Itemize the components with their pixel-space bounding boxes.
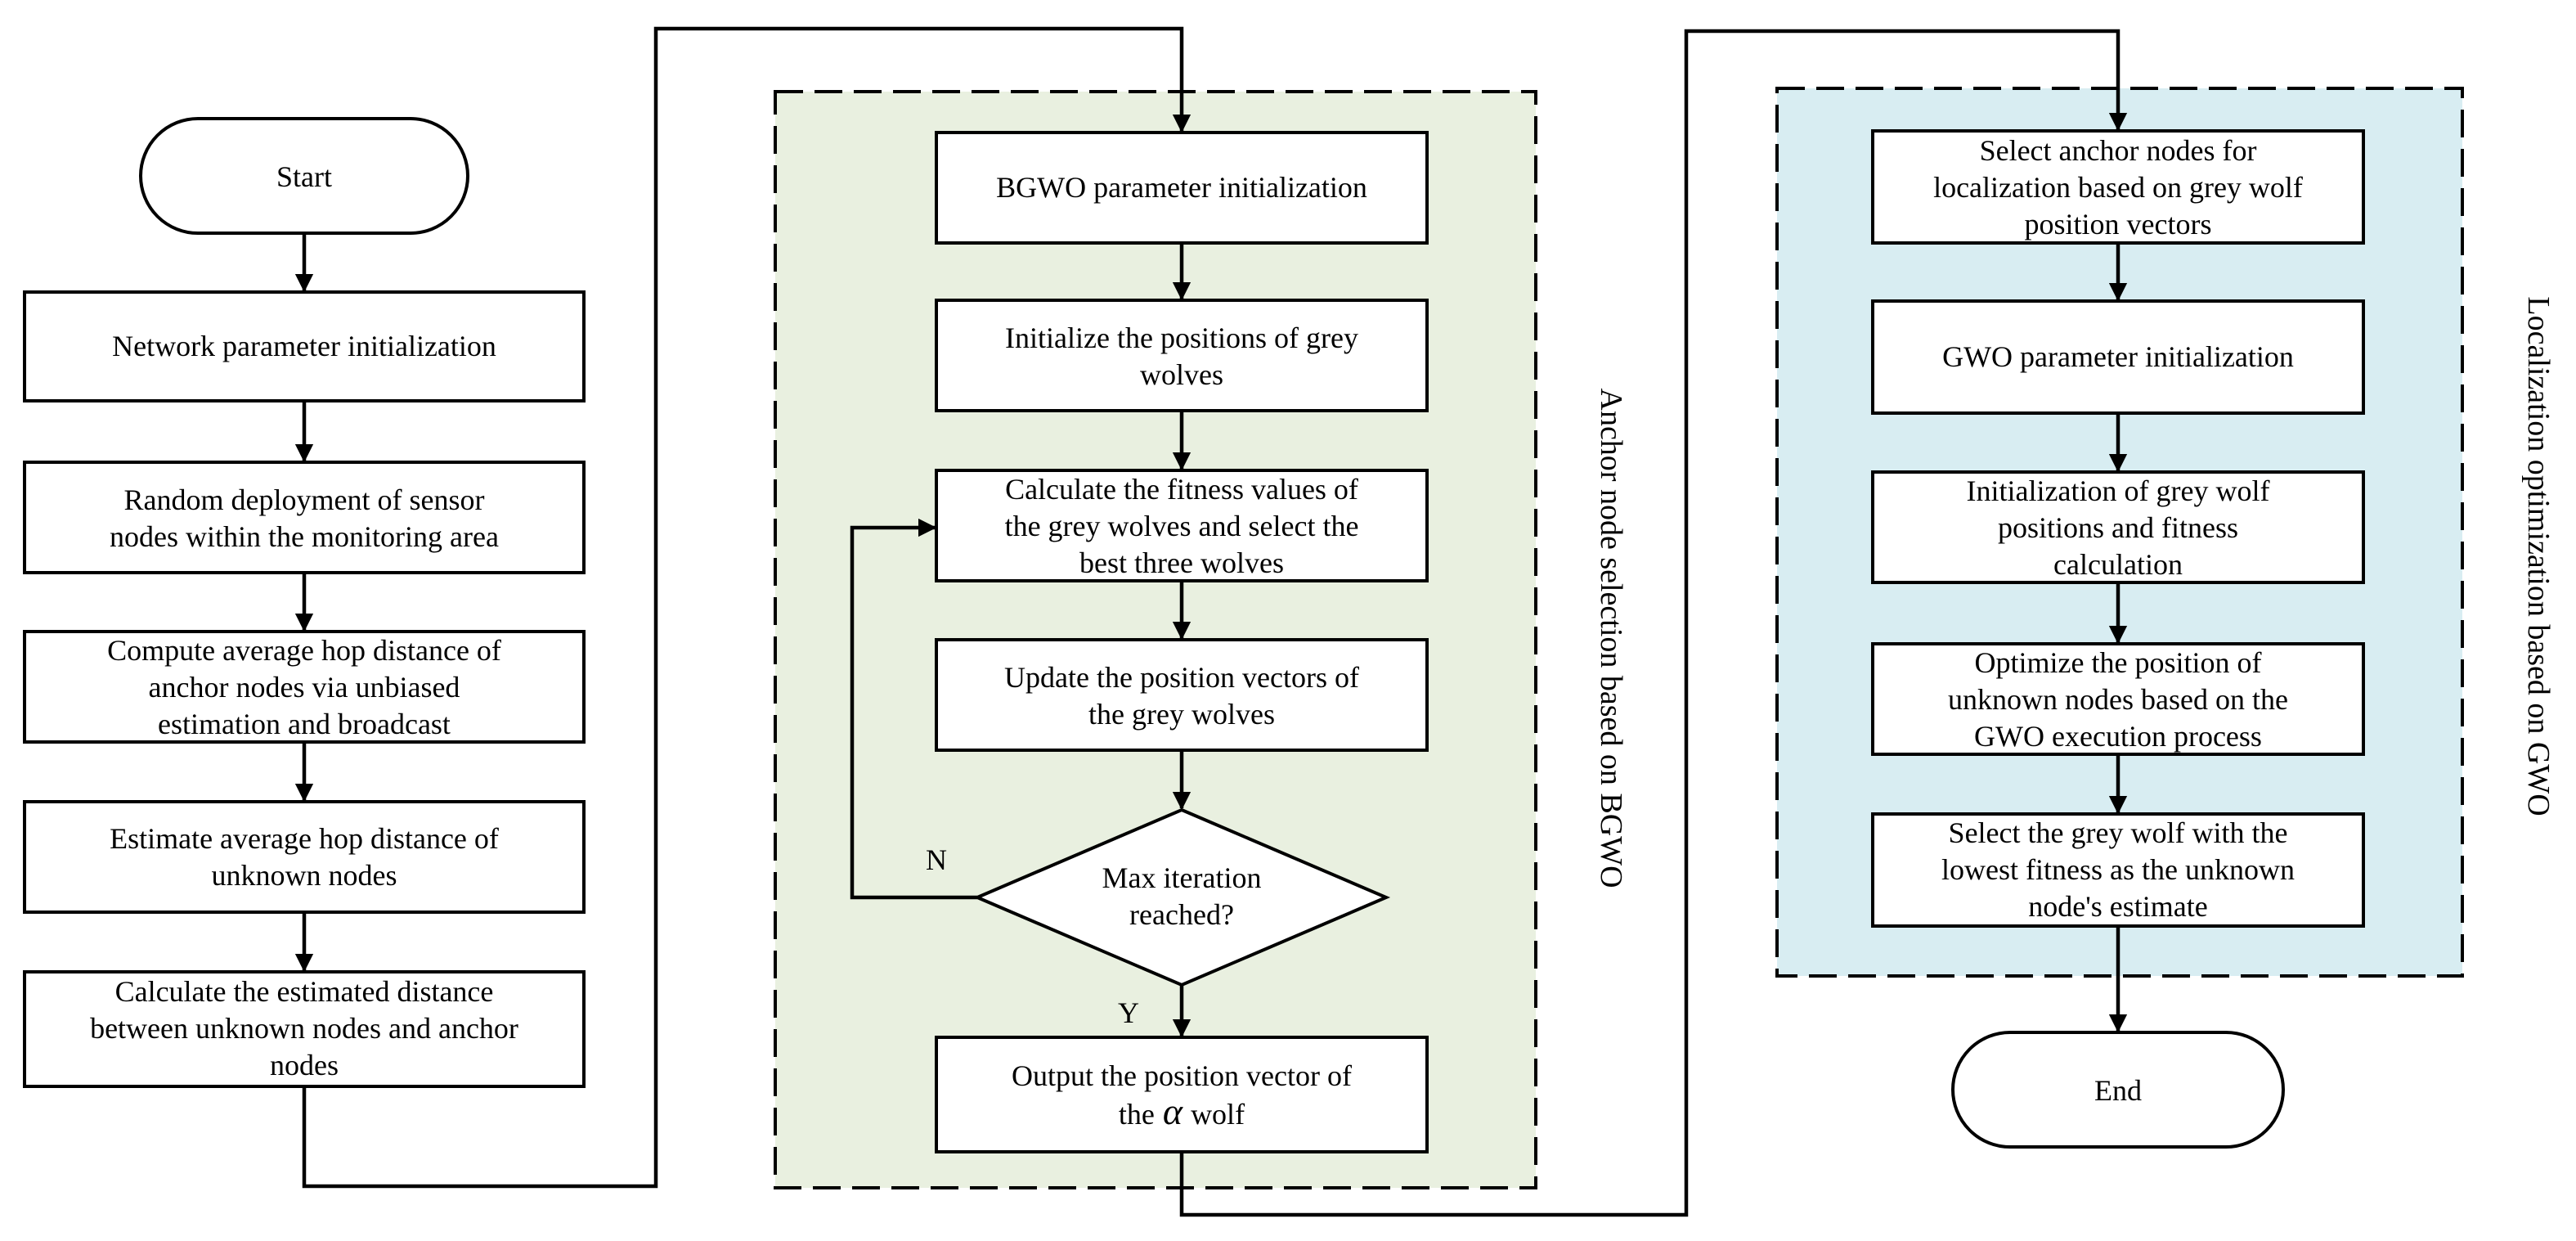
gwo-select-anchor-label-3: position vectors [2025,208,2212,241]
start-label: Start [276,160,332,193]
bgwo-init-positions-label-2: wolves [1140,358,1223,391]
estimate-hop-label-2: unknown nodes [212,859,397,892]
gwo-optimize-label-1: Optimize the position of [1975,646,2262,679]
gwo-init-positions-label-2: positions and fitness [1998,511,2238,544]
estimated-distance-label-3: nodes [270,1049,339,1081]
gwo-select-anchor-label-1: Select anchor nodes for [1980,134,2257,167]
output-the-word: the [1119,1098,1155,1131]
gwo-optimize-label-2: unknown nodes based on the [1948,683,2288,716]
bgwo-param-init-label: BGWO parameter initialization [996,171,1367,204]
estimated-distance-label-2: between unknown nodes and anchor [90,1012,518,1045]
gwo-select-lowest-label-3: node's estimate [2028,890,2207,923]
deploy-label-2: nodes within the monitoring area [110,520,499,553]
gwo-init-positions-box [1871,470,2365,584]
bgwo-output-box [935,1036,1429,1153]
gwo-select-lowest-label-2: lowest fitness as the unknown [1941,853,2295,886]
gwo-select-lowest-label-1: Select the grey wolf with the [1949,816,2288,849]
alpha-symbol: α [1163,1090,1183,1132]
gwo-panel-title: Localization optimization based on GWO [2521,296,2556,816]
bgwo-fitness-label-1: Calculate the fitness values of [1005,473,1358,506]
bgwo-update-box [935,638,1429,752]
bgwo-panel-title: Anchor node selection based on BGWO [1594,388,1628,888]
decision-label-2: reached? [1129,898,1234,931]
end-label: End [2094,1074,2142,1107]
gwo-optimize-box [1871,642,2365,756]
hop-distance-label-3: estimation and broadcast [158,708,451,740]
gwo-select-lowest-box [1871,812,2365,928]
decision-label-1: Max iteration [1102,861,1262,894]
yes-label: Y [1118,996,1139,1029]
bgwo-fitness-label-3: best three wolves [1079,546,1284,579]
gwo-param-init-label: GWO parameter initialization [1942,340,2294,373]
bgwo-param-init-box [935,131,1429,245]
estimated-distance-label-1: Calculate the estimated distance [115,975,494,1008]
gwo-init-positions-label-3: calculation [2053,548,2183,581]
estimate-hop-label-1: Estimate average hop distance of [110,822,499,855]
hop-distance-label-1: Compute average hop distance of [107,634,501,667]
bgwo-init-positions-box [935,299,1429,412]
hop-distance-box [23,630,586,744]
output-wolf-word: wolf [1191,1098,1245,1131]
gwo-select-anchor-label-2: localization based on grey wolf [1933,171,2303,204]
connector-left-to-bgwo [302,26,1192,1189]
loop-no-to-fitness [850,518,977,900]
gwo-optimize-label-3: GWO execution process [1974,720,2262,753]
bgwo-update-label-1: Update the position vectors of [1004,661,1359,694]
deploy-box [23,461,586,574]
bgwo-update-label-2: the grey wolves [1088,698,1275,731]
network-init-label: Network parameter initialization [112,330,496,362]
gwo-init-positions-label-1: Initialization of grey wolf [1967,474,2270,507]
bgwo-init-positions-label-1: Initialize the positions of grey [1005,321,1358,354]
connector-bgwo-to-gwo [1179,29,2128,1217]
deploy-label-1: Random deployment of sensor [124,483,485,516]
end-terminal [1951,1031,2285,1149]
no-label: N [926,843,947,876]
estimate-hop-box [23,800,586,914]
bgwo-fitness-label-2: the grey wolves and select the [1005,510,1359,542]
hop-distance-label-2: anchor nodes via unbiased [149,671,460,704]
bgwo-output-label-1: Output the position vector of [1012,1059,1352,1092]
gwo-param-init-box [1871,299,2365,415]
